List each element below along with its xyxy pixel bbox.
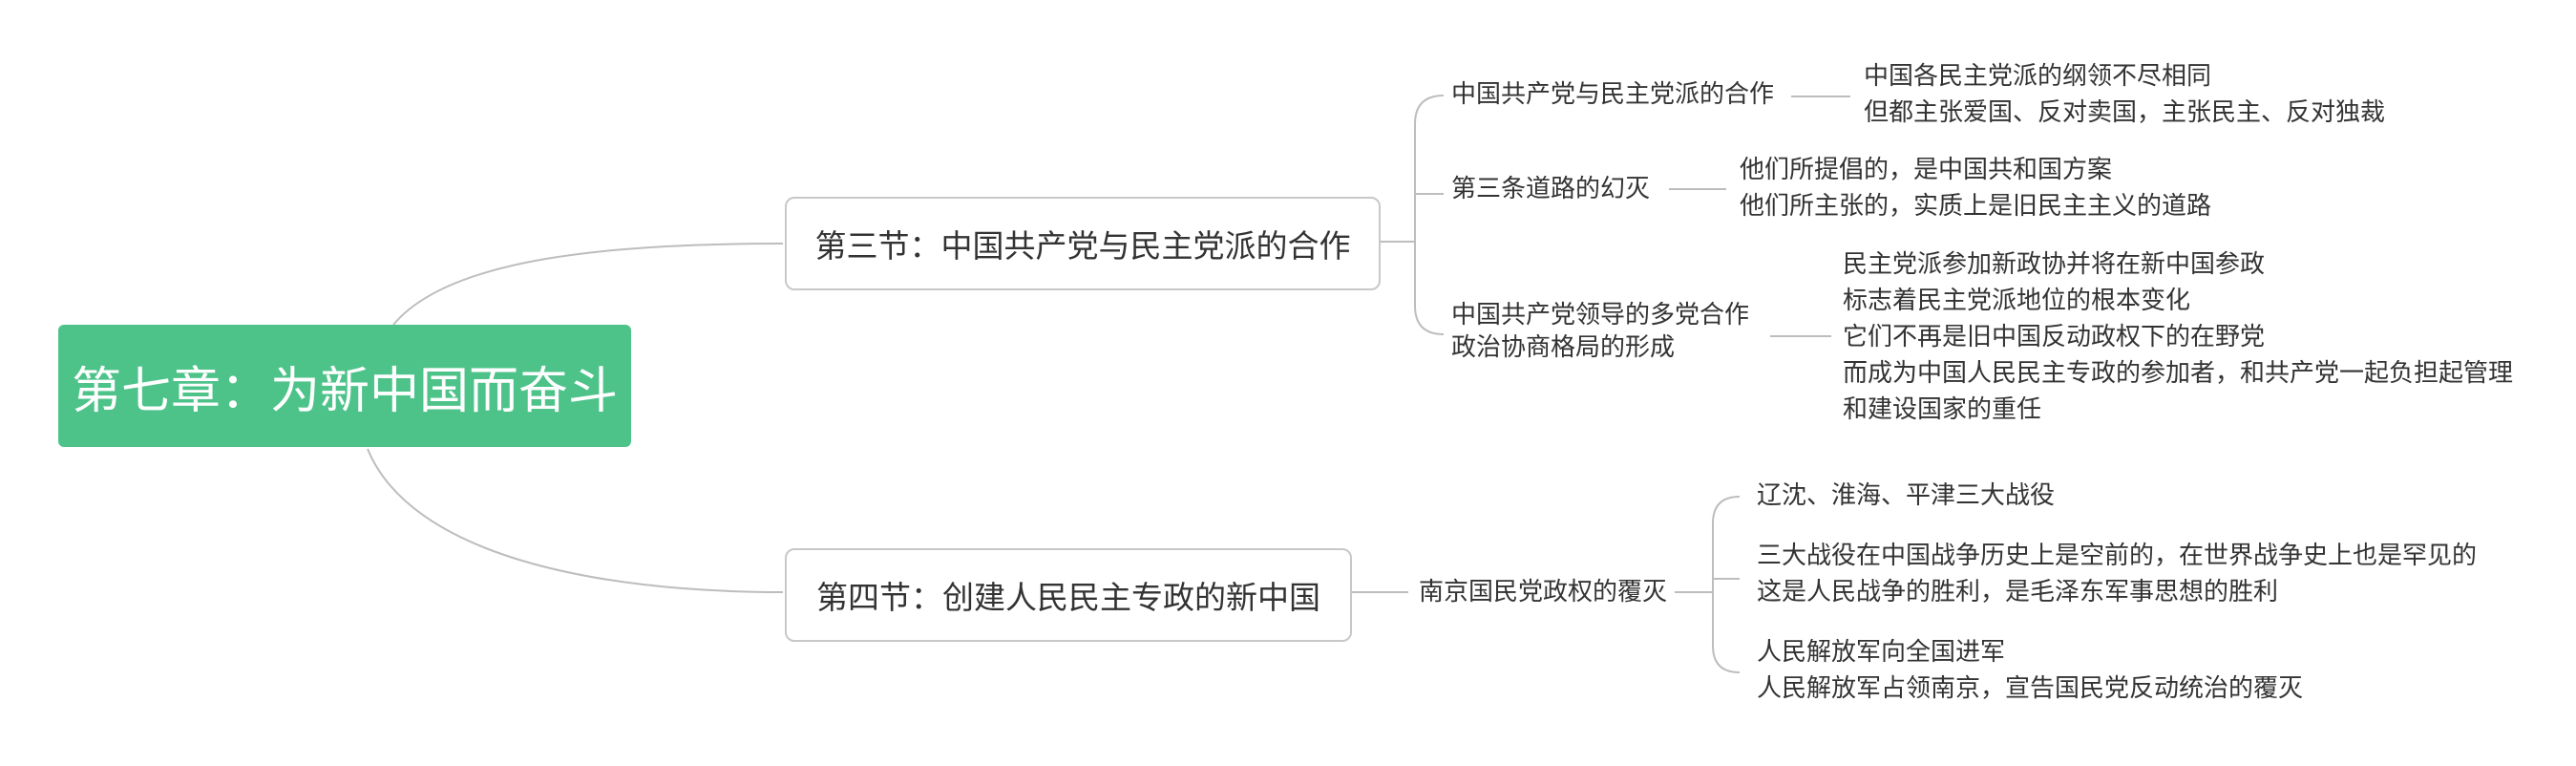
section-3-title: 第三节：中国共产党与民主党派的合作 (814, 227, 1351, 265)
detail-campaign-significance[interactable]: 三大战役在中国战争历史上是空前的，在世界战争史上也是罕见的 这是人民战争的胜利，… (1757, 538, 2477, 610)
connector-root-section3 (392, 243, 784, 326)
detail-party-cooperation[interactable]: 中国各民主党派的纲领不尽相同 但都主张爱国、反对卖国，主张民主、反对独裁 (1864, 58, 2385, 131)
detail-line: 民主党派参加新政协并将在新中国参政 (1843, 250, 2266, 279)
topic-label-line: 政治协商格局的形成 (1451, 333, 1676, 362)
topic-label-line: 第三条道路的幻灭 (1451, 175, 1651, 203)
topic-label-line: 中国共产党与民主党派的合作 (1451, 80, 1775, 109)
topic-nanjing-collapse[interactable]: 南京国民党政权的覆灭 (1419, 576, 1667, 608)
detail-nationwide-advance[interactable]: 人民解放军向全国进军 人民解放军占领南京，宣告国民党反动统治的覆灭 (1757, 634, 2303, 707)
topic-label-line: 中国共产党领导的多党合作 (1451, 301, 1750, 330)
detail-line: 这是人民战争的胜利，是毛泽东军事思想的胜利 (1757, 578, 2279, 606)
section-node-4[interactable]: 第四节：创建人民民主专政的新中国 (785, 548, 1352, 642)
section-4-title: 第四节：创建人民民主专政的新中国 (816, 579, 1320, 616)
detail-third-road[interactable]: 他们所提倡的，是中国共和国方案 他们所主张的，实质上是旧民主主义的道路 (1740, 152, 2211, 224)
detail-line: 他们所主张的，实质上是旧民主主义的道路 (1740, 192, 2212, 221)
detail-line: 但都主张爱国、反对卖国，主张民主、反对独裁 (1864, 98, 2386, 127)
detail-line: 标志着民主党派地位的根本变化 (1843, 287, 2191, 315)
detail-line: 和建设国家的重任 (1843, 395, 2042, 424)
connector-section4-brace (1712, 496, 1741, 673)
root-node[interactable]: 第七章：为新中国而奋斗 (58, 325, 631, 447)
topic-party-cooperation[interactable]: 中国共产党与民主党派的合作 (1451, 78, 1774, 111)
detail-three-campaigns[interactable]: 辽沈、淮海、平津三大战役 (1757, 478, 2055, 514)
topic-label-line: 南京国民党政权的覆灭 (1419, 578, 1668, 606)
topic-third-road[interactable]: 第三条道路的幻灭 (1451, 173, 1650, 205)
detail-line: 而成为中国人民民主专政的参加者，和共产党一起负担起管理 (1843, 359, 2514, 388)
detail-line: 人民解放军占领南京，宣告国民党反动统治的覆灭 (1757, 674, 2304, 703)
detail-line: 人民解放军向全国进军 (1757, 638, 2006, 667)
detail-line: 它们不再是旧中国反动政权下的在野党 (1843, 323, 2266, 351)
detail-line: 三大战役在中国战争历史上是空前的，在世界战争史上也是罕见的 (1757, 542, 2478, 570)
connector-root-section4 (367, 448, 784, 593)
detail-line: 中国各民主党派的纲领不尽相同 (1864, 62, 2212, 91)
detail-line: 他们所提倡的，是中国共和国方案 (1740, 156, 2113, 184)
section-node-3[interactable]: 第三节：中国共产党与民主党派的合作 (785, 197, 1381, 290)
detail-line: 辽沈、淮海、平津三大战役 (1757, 481, 2056, 510)
root-title: 第七章：为新中国而奋斗 (71, 362, 618, 420)
detail-multiparty-system[interactable]: 民主党派参加新政协并将在新中国参政 标志着民主党派地位的根本变化 它们不再是旧中… (1843, 246, 2513, 428)
topic-multiparty-system[interactable]: 中国共产党领导的多党合作 政治协商格局的形成 (1451, 299, 1749, 364)
connector-section3-brace (1414, 95, 1445, 335)
